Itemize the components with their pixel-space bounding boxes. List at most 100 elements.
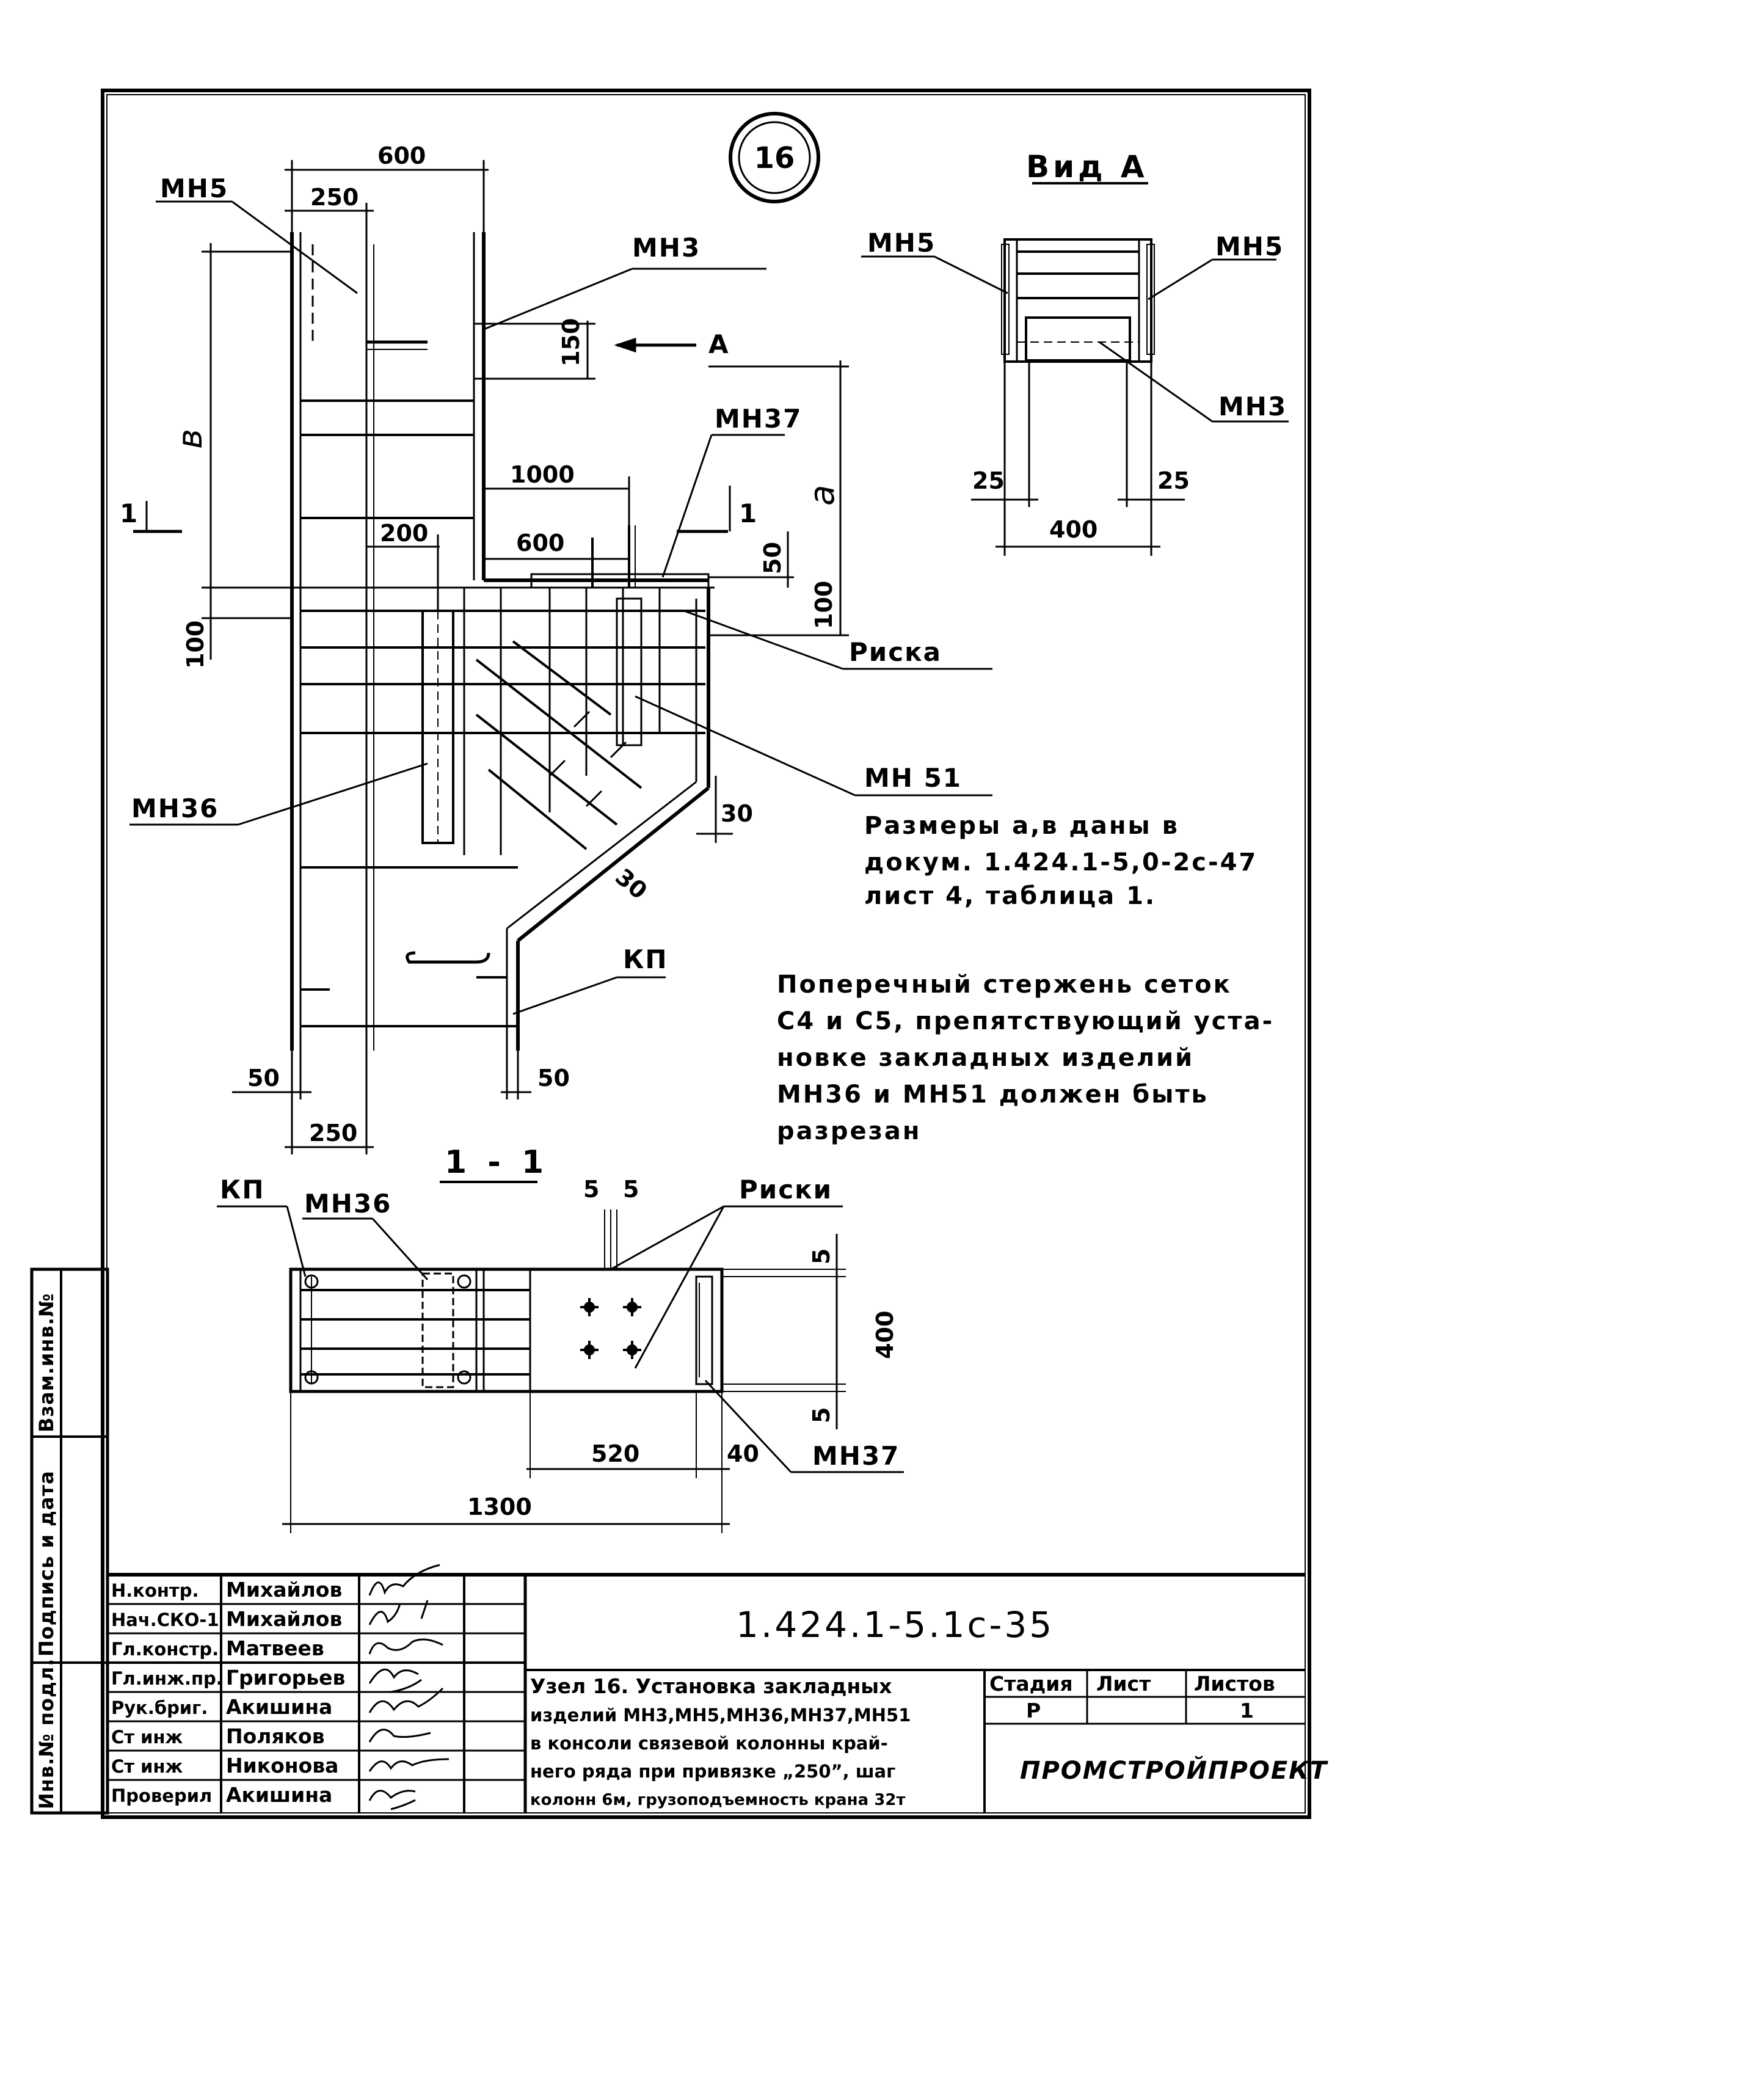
dim-top-600: 600 [377,142,426,169]
note-bar-line4: МН36 и МН51 должен быть [777,1081,1209,1109]
main-elevation [290,232,715,1051]
side-inv-orig: Инв.№ подл. [35,1658,58,1809]
signatures [368,1564,450,1810]
view-a-label-mn5-right: МН5 [1215,232,1284,261]
staff-name-2: Михайлов [226,1607,342,1631]
dim-a-symbol: а [803,485,842,506]
signature-6 [368,1729,431,1743]
note-sizes-line3: лист 4, таблица 1. [864,882,1156,910]
section-dim-40: 40 [727,1440,759,1467]
side-stamp [30,1267,109,1815]
note-sizes-line2: докум. 1.424.1-5,0-2с-47 [864,848,1258,877]
label-kp: КП [623,944,668,974]
signature-8 [368,1790,416,1810]
note-bar-line3: новке закладных изделий [777,1044,1194,1072]
staff-name-4: Григорьев [226,1666,345,1690]
node-number: 16 [754,141,795,175]
description-line-3: в консоли связевой колонны край- [530,1733,888,1754]
section-dim-5-top-right: 5 [808,1249,835,1264]
dim-bottom-50-right: 50 [537,1065,570,1092]
view-a-title: Вид А [1026,149,1148,184]
section-label-mn37: МН37 [812,1441,900,1471]
title-block-staff: Н.контр. Михайлов Нач.СКО-1 Михайлов Гл.… [111,1578,345,1807]
signature-1 [368,1564,440,1596]
label-mn5: МН5 [160,173,228,203]
node-number-badge: 16 [729,112,820,203]
label-riska: Риска [849,637,942,667]
dim-50-right: 50 [759,542,786,574]
dim-150: 150 [558,318,584,366]
dim-top-250: 250 [310,184,359,211]
staff-role-4: Гл.инж.пр. [111,1668,223,1689]
staff-role-1: Н.контр. [111,1580,199,1601]
dim-100-left: 100 [182,621,209,669]
stage-value: Р [1026,1699,1041,1723]
main-leader-lines [129,200,992,1015]
side-replace-inv: Взам.инв.№ [35,1293,58,1432]
dim-30-right: 30 [721,800,753,827]
dim-1000: 1000 [510,461,575,488]
view-a-label-mn3: МН3 [1218,392,1287,421]
staff-role-5: Рук.бриг. [111,1697,208,1718]
section-dim-1300: 1300 [467,1493,532,1520]
staff-role-3: Гл.констр. [111,1639,219,1660]
label-mn36: МН36 [131,793,219,823]
staff-role-2: Нач.СКО-1 [111,1610,219,1630]
staff-name-5: Акишина [226,1695,332,1719]
document-code: 1.424.1-5.1с-35 [736,1604,1054,1646]
label-mn3: МН3 [632,233,701,263]
staff-name-1: Михайлов [226,1578,342,1602]
section-dim-400: 400 [872,1311,898,1359]
section-dim-5a: 5 [583,1176,599,1203]
staff-role-8: Проверил [111,1785,212,1806]
title-block-grid [107,1573,1305,1813]
side-sign-date: Подпись и дата [35,1470,58,1657]
description-line-4: него ряда при привязке „250”, шаг [530,1761,895,1782]
dim-600b: 600 [516,530,564,556]
sheets-header: Листов [1194,1672,1275,1696]
sheet-header: Лист [1096,1672,1151,1696]
section-mark-right: 1 [739,498,758,528]
sheets-value: 1 [1240,1699,1254,1723]
note-bar-line5: разрезан [777,1117,922,1145]
signature-4 [368,1668,422,1693]
staff-name-3: Матвеев [226,1636,324,1660]
dim-30-slope: 30 [610,863,652,905]
dim-bottom-50-left: 50 [247,1065,280,1092]
note-bar-line2: С4 и С5, препятствующий уста- [777,1007,1274,1035]
note-bar-line1: Поперечный стержень сеток [777,971,1232,999]
label-mn37: МН37 [715,404,802,434]
staff-role-6: Ст инж [111,1727,183,1748]
section-dim-5b: 5 [623,1176,639,1203]
dim-200: 200 [380,520,428,547]
section-dim-5-bottom-right: 5 [808,1407,835,1423]
view-a-drawing [861,182,1289,556]
section-1-1-drawing [217,1181,904,1533]
section-title: 1 - 1 [445,1144,548,1181]
dim-100-right: 100 [810,581,837,629]
dim-b-symbol: в [170,429,210,449]
stage-header: Стадия [989,1672,1073,1696]
description-line-2: изделий МН3,МН5,МН36,МН37,МН51 [530,1705,911,1726]
note-sizes-line1: Размеры а,в даны в [864,812,1179,840]
section-dim-520: 520 [591,1440,639,1467]
label-mn51: МН 51 [864,763,962,793]
sheet-frame [101,89,1311,1819]
view-a-dim-400: 400 [1049,516,1098,543]
signature-3 [368,1638,443,1655]
section-mark-left: 1 [120,498,139,528]
section-label-riski: Риски [739,1175,832,1205]
organization-name: ПРОМСТРОЙПРОЕКТ [1020,1755,1328,1785]
view-a-dim-25-right: 25 [1157,467,1190,494]
signature-2 [368,1600,429,1625]
view-a-dim-25-left: 25 [972,467,1005,494]
main-dimension-lines [202,160,849,1154]
staff-name-8: Акишина [226,1783,332,1807]
staff-name-6: Поляков [226,1724,325,1748]
view-a-label-mn5-left: МН5 [867,228,936,258]
staff-role-7: Ст инж [111,1756,183,1777]
signature-5 [368,1687,444,1713]
section-label-kp: КП [220,1175,264,1205]
signature-7 [368,1758,450,1772]
